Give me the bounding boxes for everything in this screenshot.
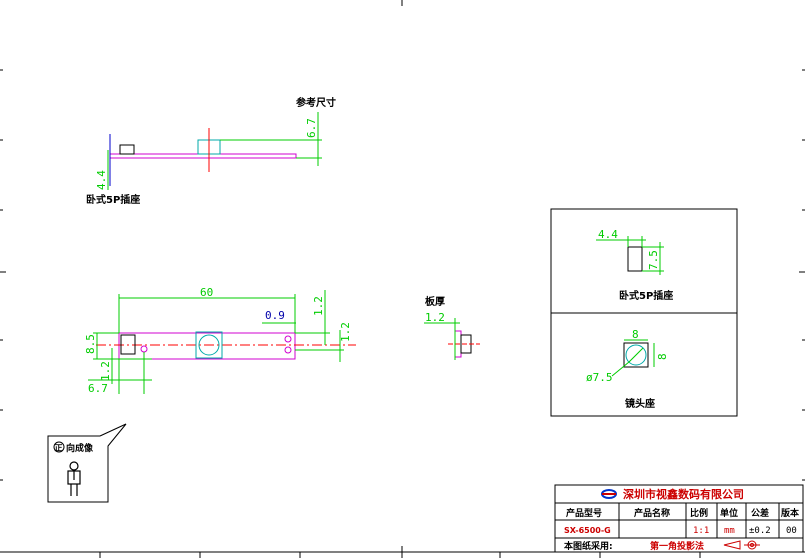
- lens-holder-square: [195, 331, 223, 359]
- lens-circle: [198, 334, 220, 356]
- mount-hole-left: [140, 345, 148, 353]
- value-unit: mm: [724, 526, 735, 536]
- connector-pad: [120, 334, 136, 355]
- dim-right-top: 1.2: [312, 296, 325, 316]
- header-name: 产品名称: [634, 507, 670, 519]
- detail-lens-square: [623, 342, 649, 368]
- ref-board-outline: [109, 153, 297, 159]
- company-name: 深圳市视鑫数码有限公司: [623, 487, 744, 501]
- value-version: 00: [786, 526, 797, 536]
- header-unit: 单位: [720, 507, 738, 519]
- board-thickness-value: 1.2: [425, 311, 445, 324]
- ref-dim-height: 6.7: [305, 118, 318, 138]
- board-thickness-label: 板厚: [425, 295, 445, 308]
- detail-connector-label: 卧式5P插座: [619, 289, 673, 302]
- dim-offset: 0.9: [265, 309, 285, 322]
- value-tolerance: ±0.2: [749, 526, 771, 536]
- value-model: SX-6500-G: [564, 526, 611, 535]
- header-model: 产品型号: [566, 507, 602, 519]
- detail-lens-diameter: ø7.5: [586, 371, 613, 384]
- ref-view-title: 参考尺寸: [296, 96, 336, 109]
- orientation-frame: [47, 435, 109, 503]
- dim-line: [628, 347, 644, 363]
- projection-symbol-icon: [723, 540, 760, 550]
- dim-hole-x: 6.7: [88, 382, 108, 395]
- ref-connector: [119, 144, 135, 155]
- detail-lens-height: 8: [656, 353, 669, 360]
- footer-label: 本图纸采用:: [564, 540, 613, 552]
- orientation-box: 正 向成像: [47, 423, 127, 503]
- projection-method: 第一角投影法: [650, 540, 704, 552]
- title-block: [554, 484, 804, 553]
- main-view: 60 1.2 0.9 1.2 8.5 1.2 6.7: [84, 286, 356, 395]
- person-icon: [67, 461, 81, 496]
- dim-hole-y: 1.2: [99, 361, 112, 381]
- detail-lens-width: 8: [632, 328, 639, 341]
- detail-lens-circle: [625, 344, 647, 366]
- dim-right-side: 1.2: [339, 322, 352, 342]
- header-tolerance: 公差: [751, 507, 769, 519]
- orientation-callout: [99, 423, 127, 447]
- dim-length: 60: [200, 286, 213, 299]
- dim-height: 8.5: [84, 334, 97, 354]
- header-version: 版本: [780, 507, 800, 519]
- orientation-mark: 正: [55, 444, 63, 453]
- detail-connector: [627, 246, 643, 272]
- orientation-label: 向成像: [66, 442, 94, 454]
- company-logo-icon: [601, 489, 617, 499]
- detail-panel: 4.4 7.5 卧式5P插座 8 8 ø7.5 镜头座: [550, 208, 738, 417]
- board-thickness-view: 板厚 1.2: [424, 295, 480, 360]
- detail-lens-label: 镜头座: [625, 397, 655, 410]
- orientation-mark-circle: [53, 441, 65, 453]
- reference-view: 参考尺寸 6.7 4.4 卧式5P插座: [86, 96, 336, 206]
- detail-connector-height: 7.5: [647, 250, 660, 270]
- ref-connector-label: 卧式5P插座: [86, 193, 140, 206]
- value-scale: 1:1: [693, 526, 709, 536]
- header-scale: 比例: [690, 507, 708, 519]
- dim-line: [611, 361, 630, 377]
- mount-hole-right-top: [284, 335, 292, 343]
- mount-hole-right-bottom: [284, 346, 292, 354]
- ref-dim-left: 4.4: [95, 170, 108, 190]
- board-outline: [118, 332, 296, 360]
- detail-connector-width: 4.4: [598, 228, 618, 241]
